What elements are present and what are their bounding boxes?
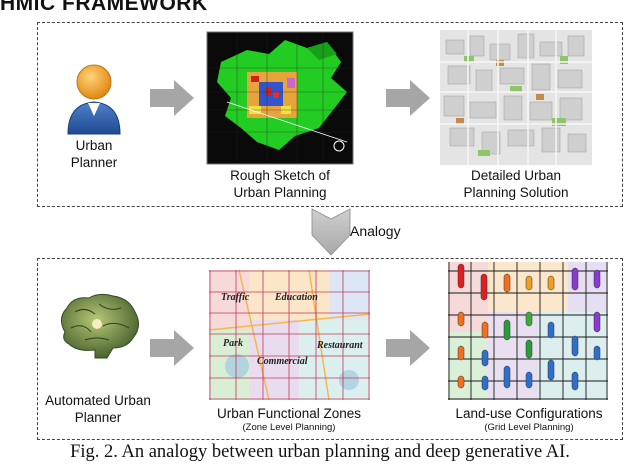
grid-level-sublabel: (Grid Level Planning)	[484, 422, 574, 433]
detailed-city-render	[440, 30, 592, 165]
zone-label-park: Park	[223, 338, 243, 349]
analogy-label: Analogy	[350, 223, 401, 239]
arrow-right-icon	[150, 80, 194, 116]
land-use-label: Land-use Configurations	[455, 406, 603, 421]
functional-zones-label: Urban Functional Zones	[216, 406, 362, 421]
arrow-right-icon	[150, 330, 194, 366]
urban-planning-box	[37, 22, 623, 207]
zone-level-sublabel: (Zone Level Planning)	[242, 422, 336, 433]
urban-planner-icon	[67, 64, 121, 135]
zone-label-education: Education	[274, 292, 318, 303]
section-heading: HMIC FRAMEWORK	[0, 0, 208, 15]
land-use-grid	[448, 262, 608, 400]
generative-ai-box	[37, 258, 623, 440]
arrow-right-icon	[386, 330, 430, 366]
zone-label-commercial: Commercial	[257, 356, 308, 367]
analogy-chevron-icon	[311, 208, 351, 256]
zone-label-traffic: Traffic	[221, 292, 250, 303]
figure-caption: Fig. 2. An analogy between urban plannin…	[70, 442, 570, 462]
arrow-right-icon	[386, 80, 430, 116]
rough-sketch-map	[206, 31, 354, 165]
brain-icon	[61, 293, 139, 359]
zone-label-restaurant: Restaurant	[316, 340, 364, 351]
functional-zones-map: Traffic Education Park Restaurant Commer…	[208, 269, 371, 401]
